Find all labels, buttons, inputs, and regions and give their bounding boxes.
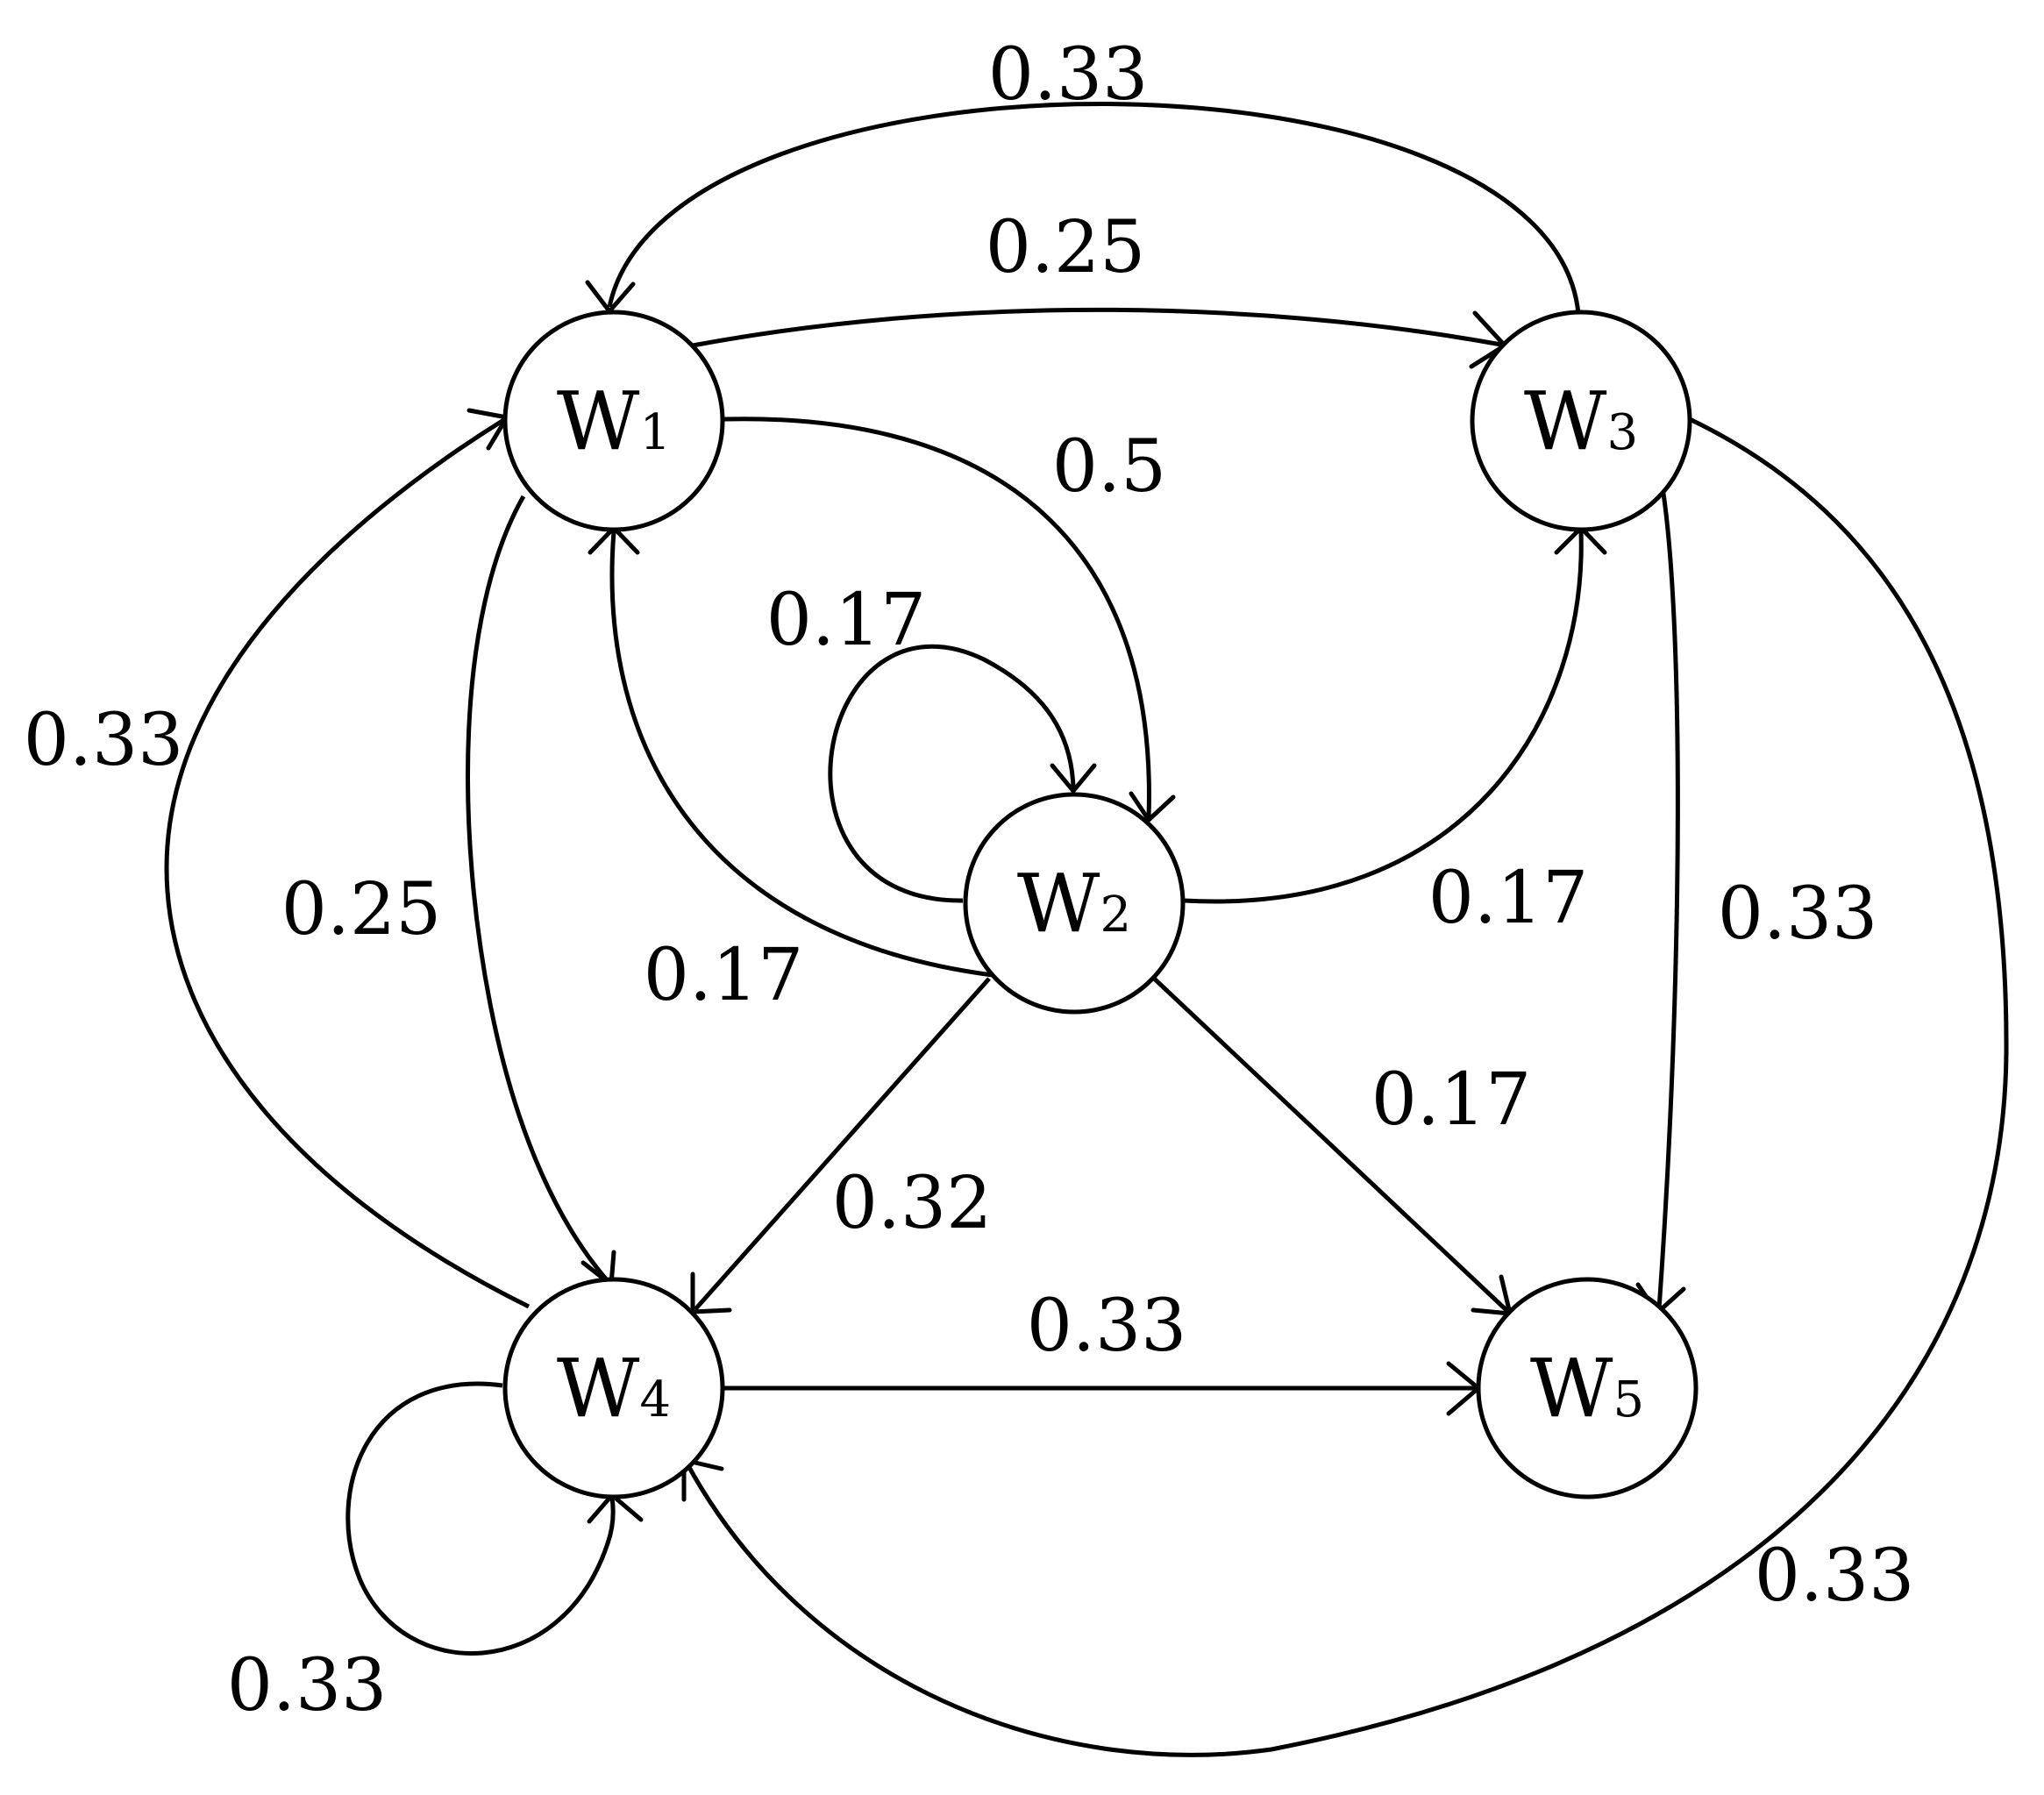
node-w4-label: W4 [557, 1342, 671, 1435]
edge-w3-w1 [607, 102, 1581, 315]
edge-label-w1-w4: 0.25 [281, 868, 442, 951]
edge-label-w1-w3: 0.25 [986, 206, 1146, 289]
node-w4-letter: W [557, 1342, 640, 1435]
edge-label-w4-w1: 0.33 [24, 699, 184, 782]
node-w1-label: W1 [557, 374, 671, 468]
arrowhead-w2-self-loop [1050, 763, 1097, 794]
node-w1-letter: W [557, 374, 640, 468]
node-w5-subscript: 5 [1613, 1371, 1644, 1428]
node-w4-circle [502, 1277, 725, 1499]
node-w4-subscript: 4 [639, 1371, 671, 1428]
node-w1-subscript: 1 [639, 404, 671, 461]
edge-label-w3-w4: 0.33 [1755, 1535, 1915, 1618]
edge-w4-self-loop [345, 1381, 616, 1656]
edge-label-w3-w5: 0.33 [1718, 873, 1878, 956]
node-w3: W3 [1470, 310, 1692, 532]
arrowhead-w1-w2 [1129, 791, 1176, 823]
edge-label-w2-w1: 0.17 [644, 934, 804, 1017]
edge-w4-w1 [164, 417, 531, 1309]
edge-w3-w4 [684, 417, 2009, 1757]
edge-w3-w5 [1656, 481, 1680, 1310]
edge-w2-w5 [1149, 973, 1510, 1314]
edge-label-w2-self-loop: 0.17 [766, 579, 927, 662]
edge-label-w4-w5: 0.33 [1027, 1285, 1187, 1368]
node-w2-circle [963, 792, 1186, 1015]
edge-label-w1-w2: 0.5 [1052, 425, 1166, 509]
edge-label-w4-self-loop: 0.33 [227, 1644, 388, 1727]
node-w1: W1 [502, 310, 725, 532]
node-w3-subscript: 3 [1606, 404, 1638, 461]
edge-label-w3-w1: 0.33 [988, 33, 1149, 117]
node-w5: W5 [1476, 1277, 1699, 1499]
edge-w2-w3 [1183, 531, 1584, 904]
edge-w1-w2 [723, 417, 1151, 818]
node-w5-circle [1476, 1277, 1699, 1499]
node-w3-circle [1470, 310, 1692, 532]
node-w2-letter: W [1017, 857, 1100, 951]
edge-w2-w1 [609, 531, 994, 978]
node-w2-subscript: 2 [1100, 887, 1131, 944]
edge-label-w2-w3: 0.17 [1428, 857, 1589, 940]
node-w1-circle [502, 310, 725, 532]
node-w2: W2 [963, 792, 1186, 1015]
edge-w2-self-loop [828, 644, 1076, 903]
edge-w2-w4 [694, 977, 991, 1311]
node-w3-label: W3 [1524, 374, 1638, 468]
edge-w1-w3 [692, 307, 1502, 348]
node-w2-label: W2 [1017, 857, 1131, 951]
node-w5-label: W5 [1530, 1342, 1644, 1435]
edge-label-w2-w4: 0.32 [832, 1162, 993, 1245]
edge-w1-w4 [466, 495, 610, 1284]
node-w3-letter: W [1524, 374, 1607, 468]
node-w4: W4 [502, 1277, 725, 1499]
node-w5-letter: W [1530, 1342, 1613, 1435]
edge-label-w2-w5: 0.17 [1371, 1058, 1532, 1142]
